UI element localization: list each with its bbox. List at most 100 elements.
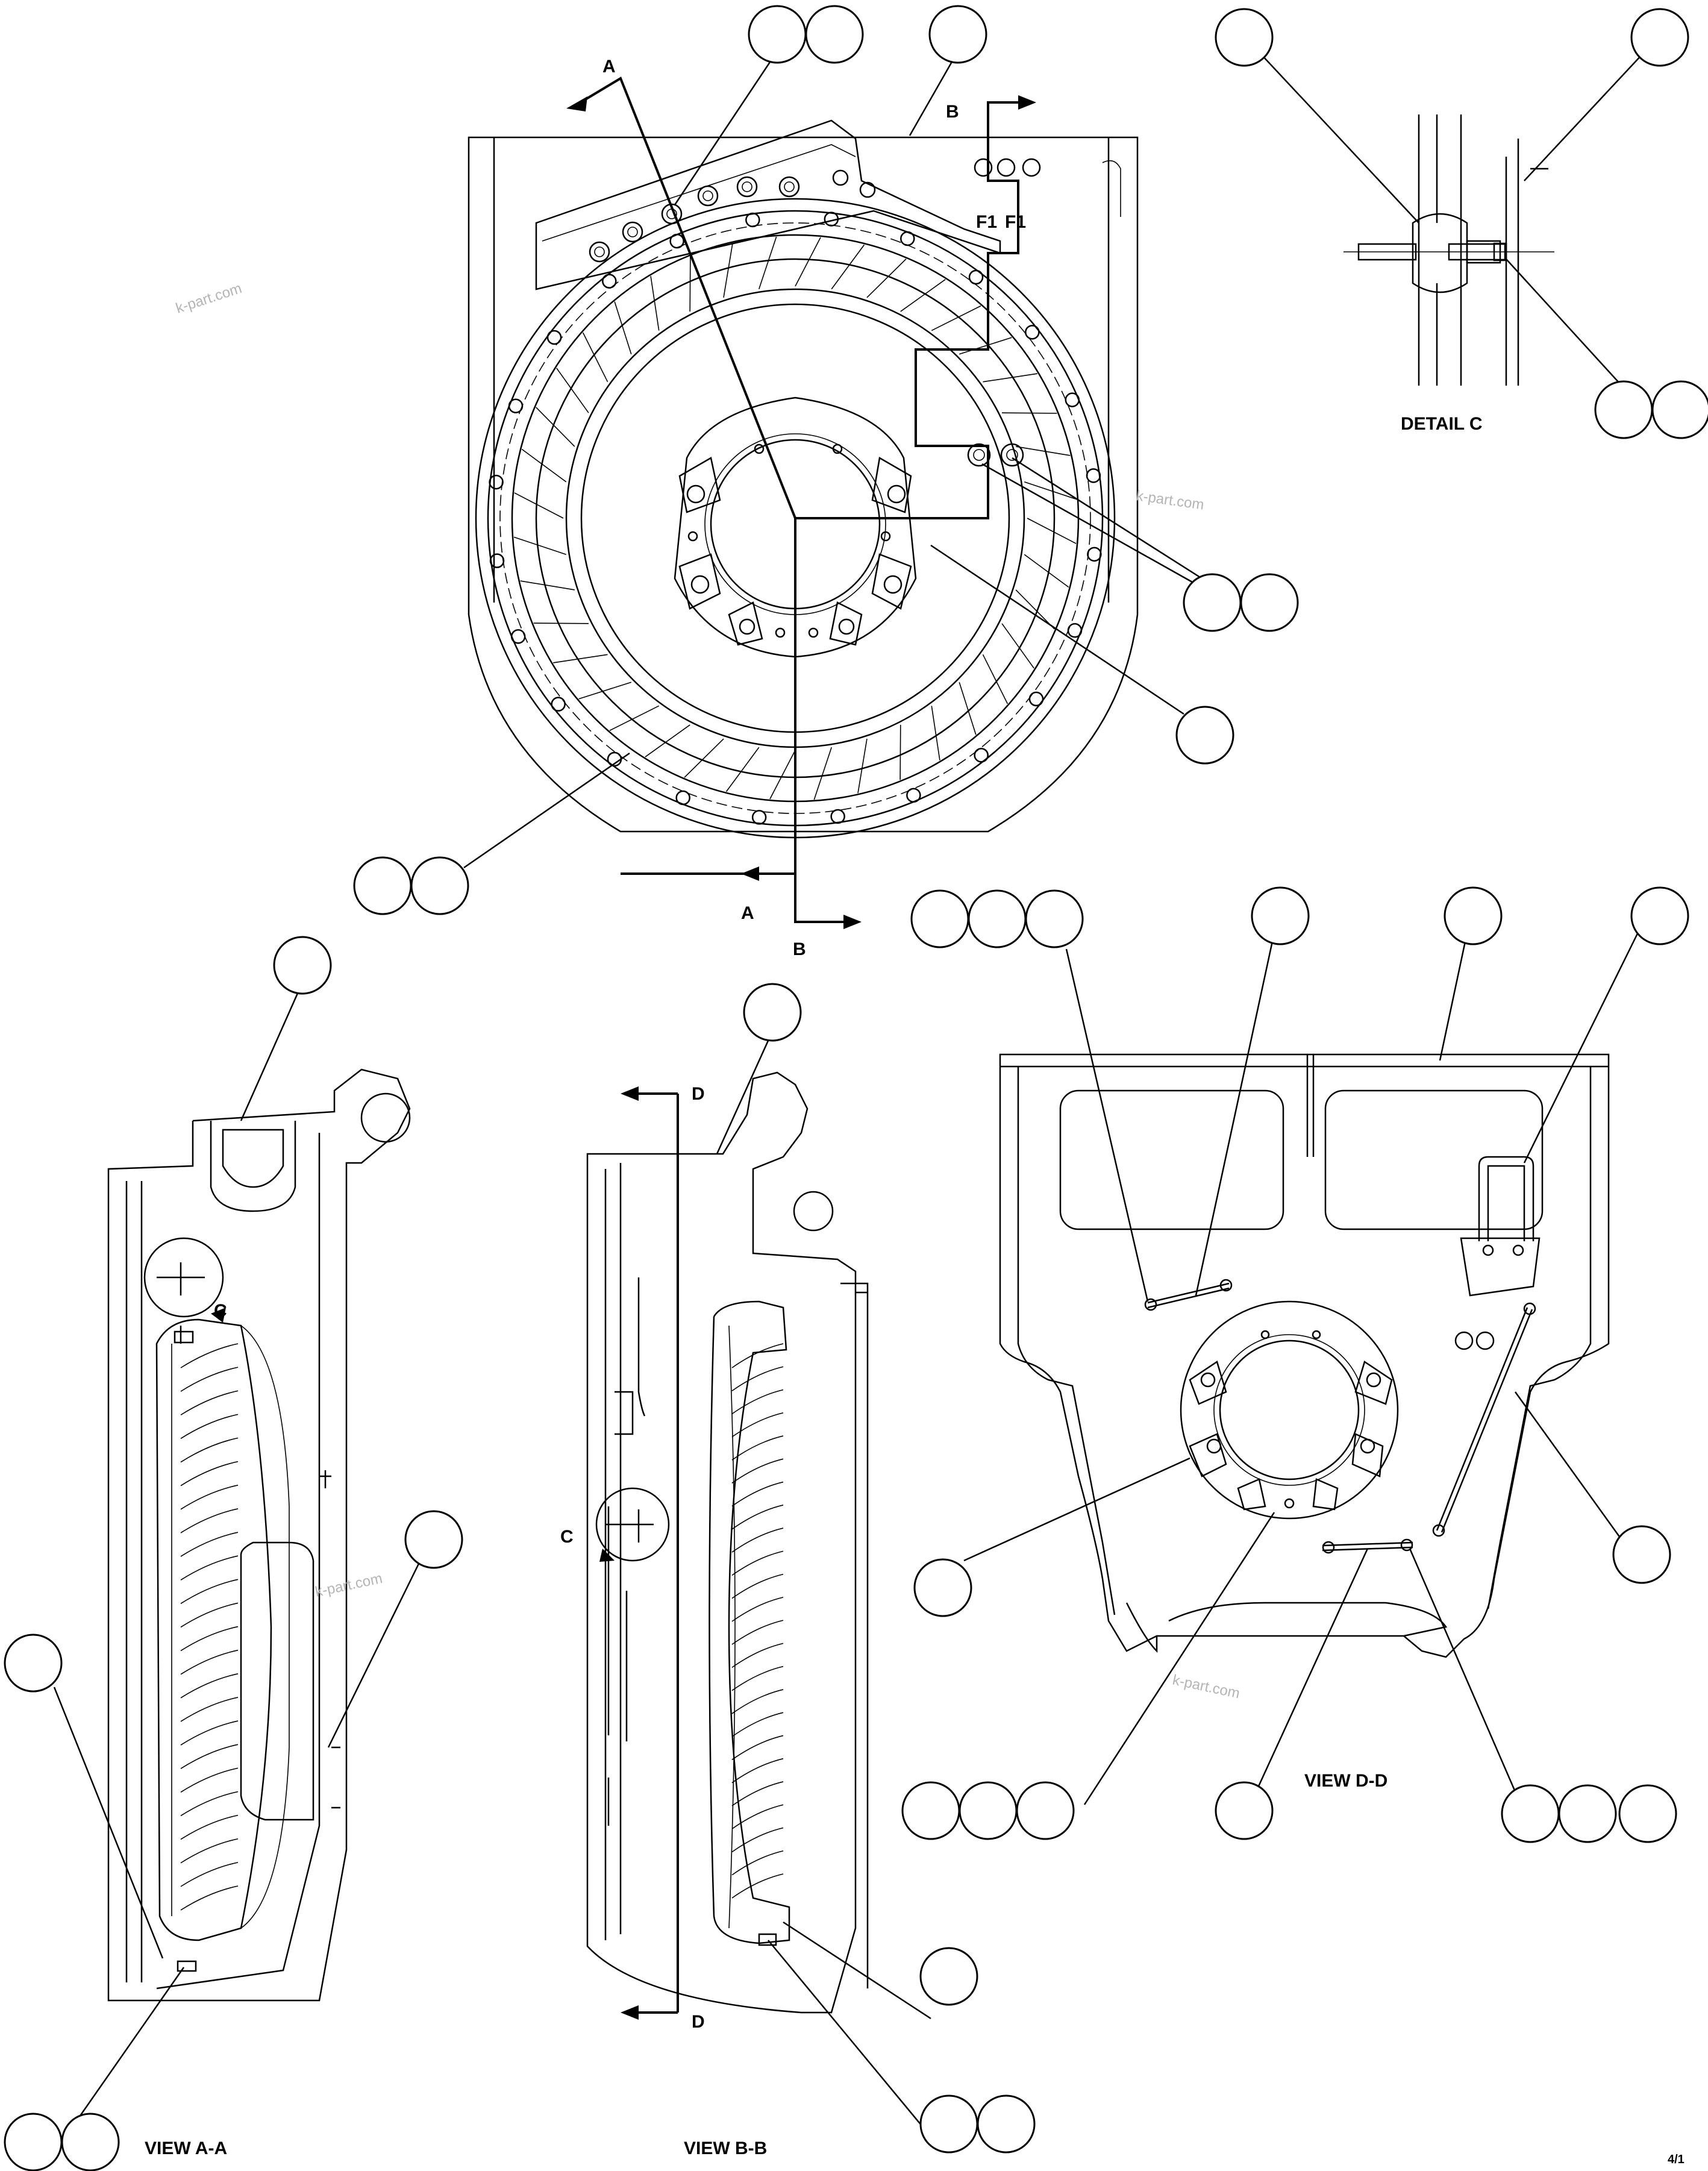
side-blade xyxy=(731,1550,784,1576)
fan-blade xyxy=(536,407,575,447)
rim-bolt xyxy=(669,233,684,249)
rim-bolt xyxy=(546,330,562,345)
side-blade xyxy=(180,1838,239,1864)
panel-label-f1b: F1 xyxy=(1005,212,1026,232)
fan-blade xyxy=(684,738,724,778)
side-blade xyxy=(731,1366,784,1391)
side-blade xyxy=(731,1735,784,1761)
side-blade xyxy=(180,1343,239,1368)
page-number: 4/1 xyxy=(1668,2153,1685,2166)
side-blade xyxy=(731,1435,784,1461)
fan-blade xyxy=(533,622,589,624)
rim-bolt xyxy=(830,809,845,824)
side-blade xyxy=(731,1458,784,1483)
fan-blade xyxy=(899,725,901,780)
watermark-2: k-part.com xyxy=(174,280,244,317)
section-d-bottom-label: D xyxy=(692,2012,705,2032)
fan-blade xyxy=(1024,554,1069,588)
side-blade xyxy=(731,1389,784,1415)
side-blade xyxy=(731,1620,784,1645)
side-blade xyxy=(180,1862,239,1887)
side-blade xyxy=(731,1505,784,1530)
side-blade xyxy=(180,1697,239,1722)
rim-bolt xyxy=(489,553,505,568)
side-blade xyxy=(180,1885,239,1911)
rim-bolt xyxy=(1067,623,1083,638)
side-blade xyxy=(180,1579,239,1604)
section-a-bottom-label: A xyxy=(741,903,754,923)
side-blade xyxy=(180,1720,239,1746)
side-blade xyxy=(180,1437,239,1463)
rim-bolt xyxy=(824,211,839,227)
side-blade xyxy=(180,1767,239,1793)
fan-blade xyxy=(556,368,589,413)
rim-bolt xyxy=(906,788,921,803)
fan-blade xyxy=(645,724,690,757)
rim-bolt xyxy=(508,398,524,413)
view-bb: C D D VIEW B-B xyxy=(560,1071,869,2158)
rim-bolt xyxy=(1025,325,1040,340)
fan-blade xyxy=(813,747,832,800)
side-blade xyxy=(731,1827,784,1853)
detail-c-view: DETAIL C xyxy=(1344,114,1554,434)
side-blade xyxy=(180,1791,239,1817)
rim-bolt xyxy=(1065,392,1080,407)
rim-bolt xyxy=(602,274,617,289)
side-blade xyxy=(731,1597,784,1622)
fan-blade xyxy=(1024,481,1077,500)
side-blade xyxy=(180,1532,239,1557)
rim-bolt xyxy=(489,474,504,490)
aa-blades xyxy=(180,1343,239,1911)
rim-bolt xyxy=(900,231,915,246)
side-blade xyxy=(180,1649,239,1675)
watermark-1: k-part.com xyxy=(1135,487,1205,513)
side-blade xyxy=(731,1712,784,1737)
fan-blade xyxy=(520,580,575,591)
side-blade xyxy=(731,1643,784,1668)
fan-blade xyxy=(521,448,567,483)
fan-blade xyxy=(795,237,821,287)
side-blade xyxy=(731,1873,784,1899)
section-d-top-label: D xyxy=(692,1084,705,1104)
rim-bolt xyxy=(968,269,984,285)
fan-blade xyxy=(514,492,564,519)
panel-label-f1: F1 xyxy=(976,212,997,232)
side-blade xyxy=(180,1744,239,1769)
side-blade xyxy=(731,1781,784,1806)
rim-bolt xyxy=(745,212,760,228)
rim-bolt xyxy=(1028,691,1044,707)
fan-blade xyxy=(723,243,733,298)
detail-c-ref-aa: C xyxy=(214,1301,227,1321)
watermark-4: k-part.com xyxy=(1171,1671,1241,1702)
watermark-3: k-part.com xyxy=(314,1570,384,1600)
fan-blade xyxy=(857,739,868,794)
side-blade xyxy=(180,1555,239,1580)
fan-blade xyxy=(769,750,796,800)
fan-blade xyxy=(1015,589,1055,630)
side-blade xyxy=(731,1804,784,1829)
section-a-top-label: A xyxy=(602,57,616,77)
view-aa-title: VIEW A-A xyxy=(145,2138,227,2158)
fan-blade xyxy=(959,337,1012,355)
callouts xyxy=(4,5,1708,2171)
front-view: F1 F1 xyxy=(174,57,1206,959)
side-blade xyxy=(180,1461,239,1486)
fan-blade xyxy=(759,236,777,289)
rim-bolt xyxy=(551,697,566,712)
side-blade xyxy=(180,1602,239,1628)
fan-blade xyxy=(553,654,608,663)
fan-blade xyxy=(614,301,632,355)
fan-blade xyxy=(831,244,865,290)
fan-blade xyxy=(959,681,977,735)
side-blade xyxy=(731,1689,784,1714)
bb-blades xyxy=(731,1343,784,1899)
rim-bolt xyxy=(751,810,767,825)
fan-blade xyxy=(900,279,946,312)
side-blade xyxy=(731,1665,784,1691)
side-blade xyxy=(180,1626,239,1652)
detail-c-ref-bb: C xyxy=(560,1527,574,1547)
rim-bolt xyxy=(1087,547,1102,562)
fan-blade xyxy=(582,332,608,383)
fan-blade xyxy=(650,276,660,331)
